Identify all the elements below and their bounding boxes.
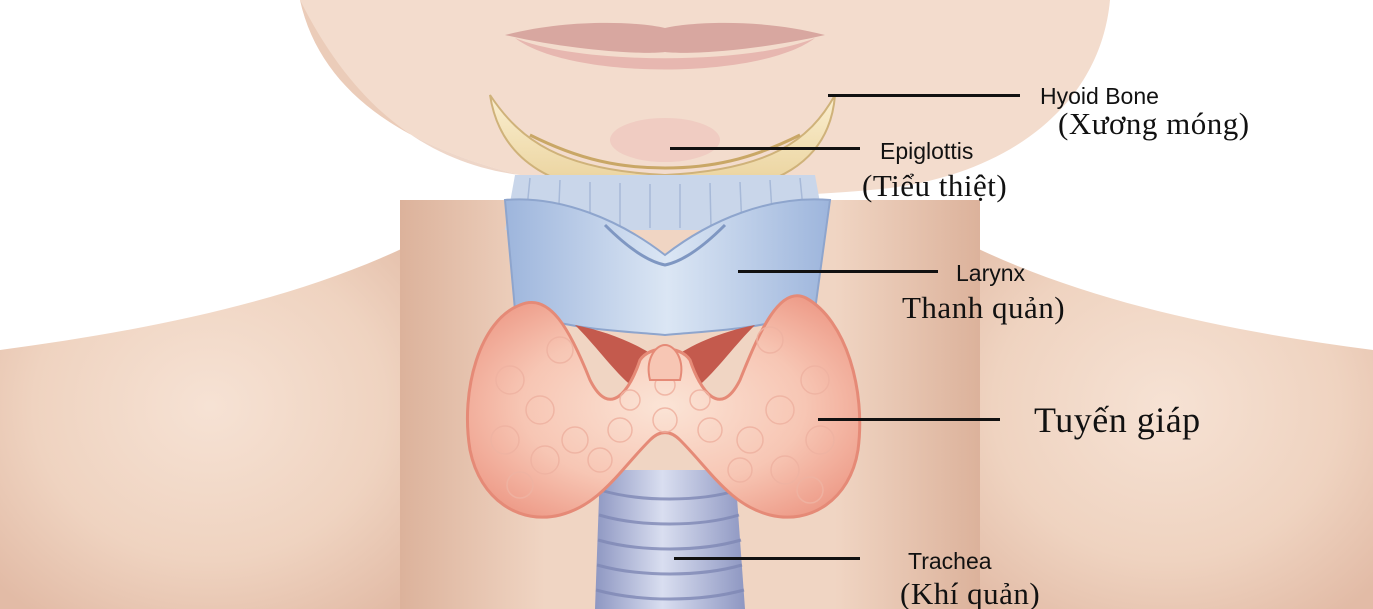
hyoid-bone-label: Hyoid Bone [1040, 85, 1159, 108]
hyoid-leader-line [828, 94, 1020, 97]
epiglottis-label: Epiglottis [880, 140, 973, 163]
trachea-label: Trachea [908, 550, 992, 573]
epiglottis-leader-line [670, 147, 860, 150]
larynx-label: Larynx [956, 262, 1025, 285]
trachea-vi-label: (Khí quản) [900, 578, 1040, 609]
larynx-leader-line [738, 270, 938, 273]
thyroid-leader-line [818, 418, 1000, 421]
thyroid-vi-label: Tuyến giáp [1034, 402, 1201, 438]
epiglottis-vi-label: (Tiểu thiệt) [862, 170, 1007, 201]
larynx-vi-label: Thanh quản) [902, 292, 1065, 323]
hyoid-bone-vi-label: (Xương móng) [1058, 108, 1250, 139]
trachea-leader-line [674, 557, 860, 560]
